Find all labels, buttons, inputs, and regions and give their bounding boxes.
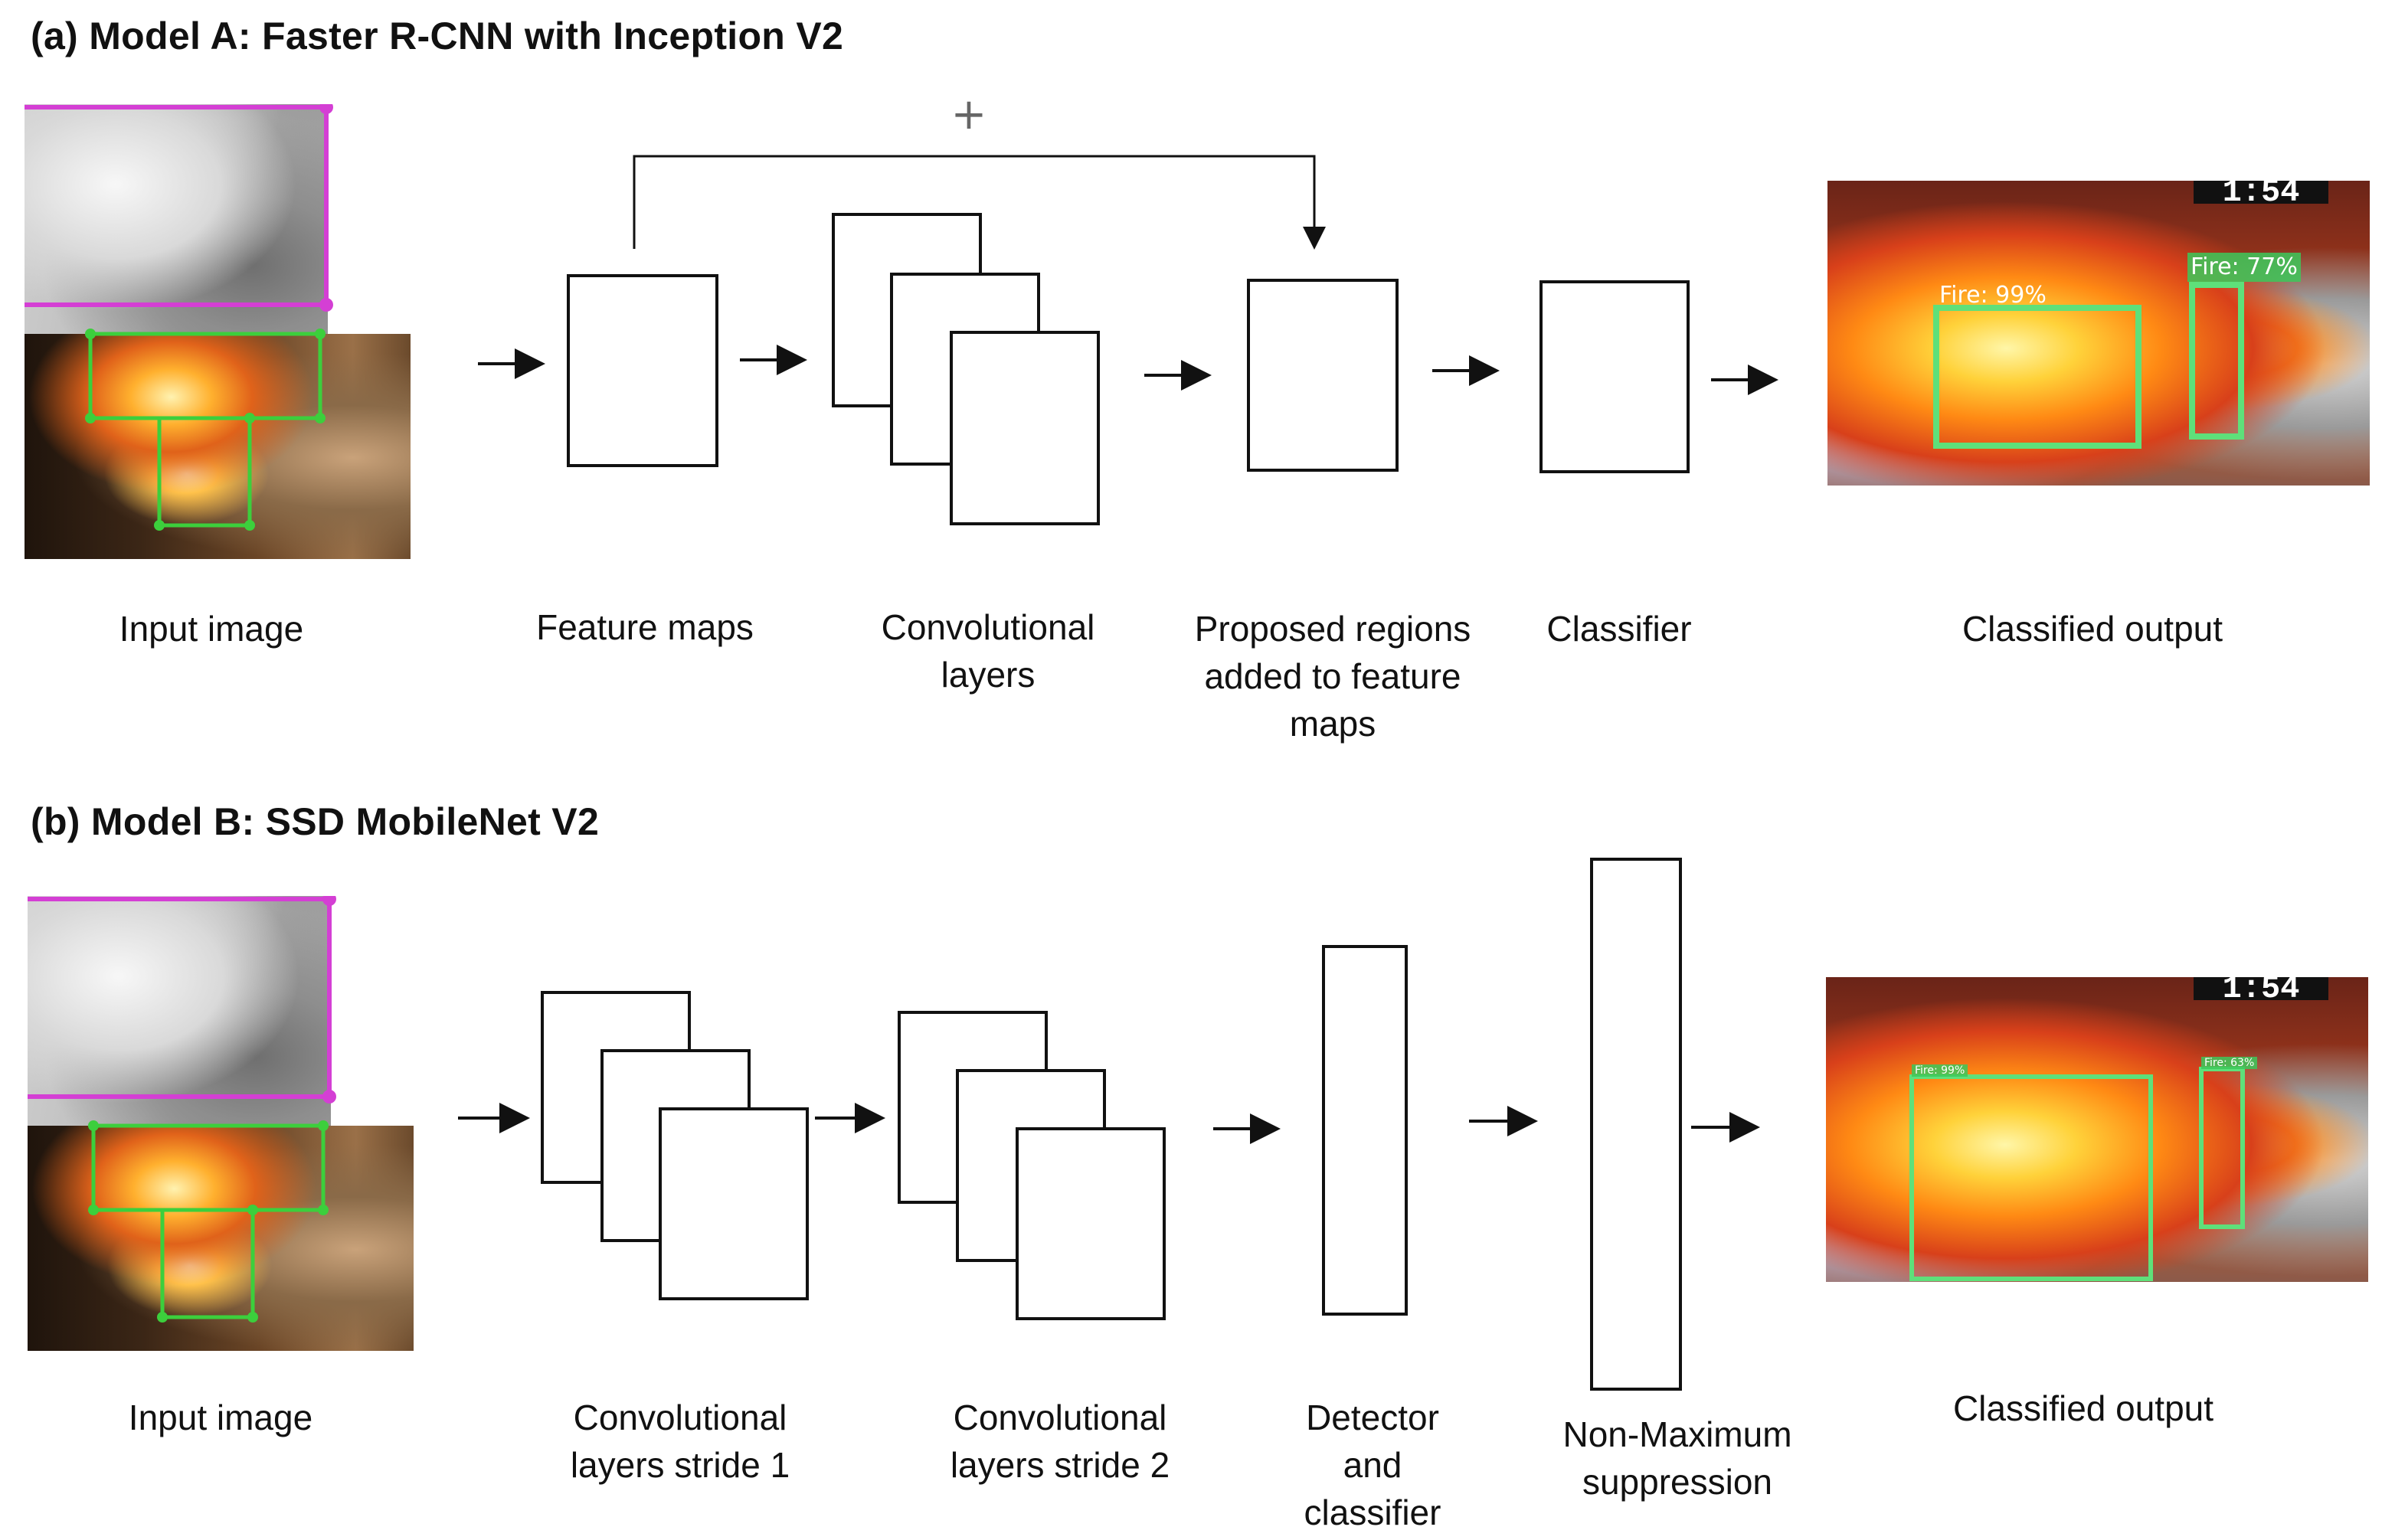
label-line: and	[1343, 1445, 1402, 1485]
annotation-overlay	[25, 104, 333, 531]
label-a-input: Input image	[119, 609, 304, 649]
label-line: layers	[941, 655, 1036, 695]
label-line: Non-Maximum	[1562, 1414, 1792, 1454]
detection-label-1: Fire: 99%	[1939, 282, 2047, 309]
detection-box-2	[2199, 1067, 2245, 1229]
label-b-conv2: Convolutional layers stride 2	[951, 1394, 1170, 1489]
conv-layer-3	[950, 331, 1100, 525]
detection-label-1: Fire: 99%	[1912, 1064, 1968, 1077]
fire-scene-image	[1826, 977, 2368, 1282]
label-line: Convolutional	[573, 1398, 787, 1437]
model-b-input-image	[28, 896, 414, 1351]
label-line: layers stride 1	[570, 1445, 790, 1485]
model-a-output-image: 1:54 Fire: 99% Fire: 77%	[1827, 181, 2370, 486]
label-line: added to feature	[1204, 656, 1461, 696]
label-line: classifier	[1304, 1493, 1441, 1532]
proposed-regions-box	[1247, 279, 1399, 472]
label-b-detector: Detector and classifier	[1304, 1394, 1441, 1536]
label-line: Convolutional	[953, 1398, 1167, 1437]
conv-stride1-layer-3	[659, 1107, 809, 1300]
smoke-image	[28, 896, 331, 1126]
feature-maps-box	[567, 274, 718, 467]
label-a-proposed: Proposed regions added to feature maps	[1195, 605, 1471, 747]
label-a-feature-maps: Feature maps	[536, 607, 754, 647]
label-b-conv1: Convolutional layers stride 1	[571, 1394, 790, 1489]
detection-box-2	[2189, 282, 2244, 440]
label-a-conv: Convolutional layers	[882, 603, 1095, 698]
label-b-output: Classified output	[1952, 1388, 2214, 1428]
detector-classifier-box	[1322, 945, 1408, 1316]
label-line: layers stride 2	[950, 1445, 1170, 1485]
smoke-image	[25, 104, 328, 334]
label-line: suppression	[1582, 1462, 1773, 1502]
skip-arrowhead	[1303, 227, 1326, 250]
model-b-output-image: 1:54 Fire: 99% Fire: 63%	[1826, 977, 2368, 1282]
model-b-title: (b) Model B: SSD MobileNet V2	[31, 800, 600, 843]
annotation-overlay	[28, 896, 336, 1323]
label-line: Proposed regions	[1194, 609, 1471, 649]
plus-symbol: +	[951, 90, 987, 139]
detection-label-2: Fire: 63%	[2201, 1057, 2258, 1069]
fire-scene-image	[1827, 181, 2370, 486]
label-line: Detector	[1306, 1398, 1439, 1437]
nms-box	[1590, 858, 1682, 1391]
detection-box-1	[1909, 1074, 2153, 1281]
model-a-input-image	[25, 104, 411, 559]
model-a-title: (a) Model A: Faster R-CNN with Inception…	[31, 15, 844, 57]
label-a-output: Classified output	[1962, 609, 2223, 649]
label-b-input: Input image	[128, 1398, 313, 1437]
detection-box-1	[1933, 305, 2142, 449]
label-b-nms: Non-Maximum suppression	[1562, 1411, 1791, 1506]
label-line: maps	[1289, 704, 1376, 744]
label-line: Convolutional	[881, 607, 1095, 647]
conv-stride2-layer-3	[1016, 1127, 1166, 1320]
detection-label-2: Fire: 77%	[2187, 253, 2301, 282]
skip-connection	[633, 155, 1316, 249]
label-a-classifier: Classifier	[1546, 609, 1692, 649]
classifier-box	[1539, 280, 1690, 473]
